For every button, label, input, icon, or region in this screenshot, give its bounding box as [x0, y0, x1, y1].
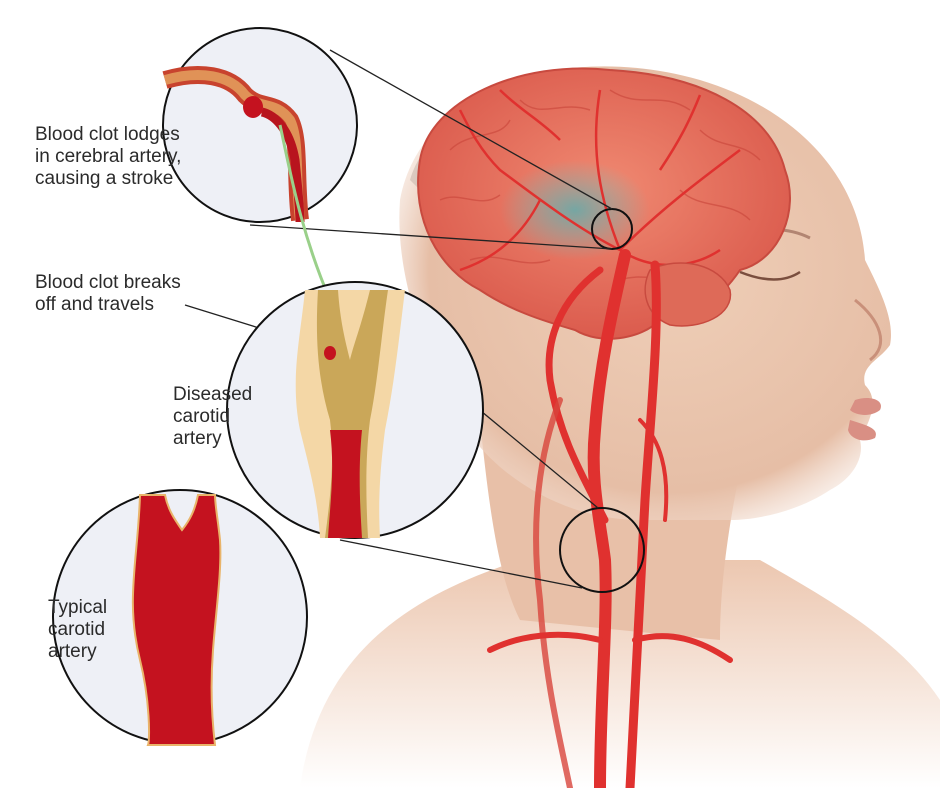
blood-clot — [243, 96, 263, 118]
brain — [417, 67, 791, 340]
label-clot-breaks: Blood clot breaks off and travels — [35, 272, 181, 316]
label-line: carotid — [48, 619, 106, 640]
eye — [739, 270, 801, 281]
label-line: causing a stroke — [35, 168, 174, 189]
label-diseased-carotid: Diseased carotid artery — [173, 384, 252, 450]
clot-travel-path — [278, 124, 332, 301]
typical-carotid-detail — [52, 489, 308, 746]
carotid-arteries — [487, 249, 733, 788]
label-line: artery — [48, 641, 97, 662]
label-line: in cerebral artery, — [35, 146, 182, 167]
label-line: Blood clot breaks — [35, 272, 181, 293]
ischemic-area — [500, 160, 650, 260]
label-line: carotid — [173, 406, 231, 427]
breaking-clot — [324, 346, 336, 360]
label-line: Typical — [48, 597, 108, 618]
label-clot-lodges: Blood clot lodges in cerebral artery, ca… — [35, 124, 181, 190]
label-line: artery — [173, 428, 222, 449]
label-line: Blood clot lodges — [35, 124, 180, 145]
diseased-carotid-detail — [226, 281, 484, 539]
lips — [850, 398, 881, 415]
neck-detail-marker — [559, 507, 645, 593]
label-line: Diseased — [173, 384, 253, 405]
label-typical-carotid: Typical carotid artery — [48, 597, 107, 663]
cerebral-artery-detail — [162, 27, 358, 301]
label-line: off and travels — [35, 294, 155, 315]
